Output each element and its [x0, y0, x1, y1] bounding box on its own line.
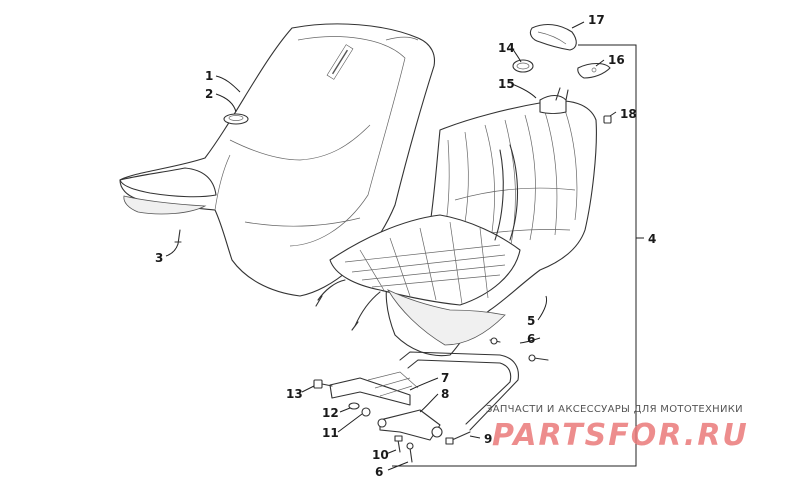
- callout-10: 10: [372, 448, 389, 462]
- clamp-part: [512, 59, 534, 73]
- nut-11: [361, 407, 371, 417]
- watermark-caption: ЗАПЧАСТИ И АКСЕССУАРЫ ДЛЯ МОТОТЕХНИКИ: [486, 404, 743, 415]
- screw-10: [394, 435, 403, 453]
- latch-cover: [529, 23, 577, 51]
- watermark: ЗАПЧАСТИ И АКСЕССУАРЫ ДЛЯ МОТОТЕХНИКИ PA…: [486, 398, 786, 458]
- callout-2: 2: [205, 87, 213, 101]
- callout-16: 16: [608, 53, 625, 67]
- latch-lever: [577, 62, 611, 79]
- bolt-13: [313, 379, 333, 389]
- callout-4: 4: [648, 232, 656, 246]
- callout-1: 1: [205, 69, 213, 83]
- callout-9: 9: [484, 432, 492, 446]
- bolt-9: [445, 431, 471, 445]
- callout-11: 11: [322, 426, 339, 440]
- callout-14: 14: [498, 41, 515, 55]
- rivet-6-upper: [489, 337, 549, 362]
- callout-15: 15: [498, 77, 515, 91]
- rivet-6-lower: [406, 442, 414, 463]
- seat-cushion: [119, 23, 436, 297]
- washer-12: [348, 402, 360, 410]
- callout-3: 3: [155, 251, 163, 265]
- seat-hinge-frame: [329, 351, 519, 441]
- callout-7: 7: [441, 371, 449, 385]
- callout-13: 13: [286, 387, 303, 401]
- callout-17: 17: [588, 13, 605, 27]
- callout-8: 8: [441, 387, 449, 401]
- watermark-logo: PARTSFOR.RU: [492, 418, 749, 453]
- seat-screw: [174, 229, 182, 245]
- seat-plug: [223, 113, 249, 125]
- seat-base: [315, 87, 597, 357]
- assembly-bracket-4: [392, 44, 644, 467]
- callout-6-lower: 6: [375, 465, 383, 479]
- callout-12: 12: [322, 406, 339, 420]
- bolt-18: [603, 115, 612, 124]
- leader-lines: [165, 21, 617, 471]
- callout-5: 5: [527, 314, 535, 328]
- callout-6-upper: 6: [527, 332, 535, 346]
- callout-18: 18: [620, 107, 637, 121]
